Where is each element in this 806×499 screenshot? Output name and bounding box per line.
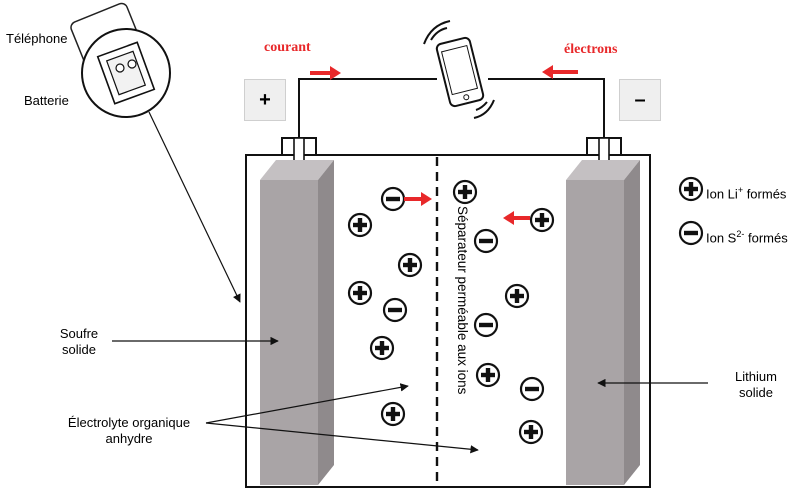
courant-label: courant [264,40,311,55]
legend-plus-ion-icon [678,176,704,202]
lithium-label: Lithium solide [716,369,796,401]
magnifier-pointer-line [148,111,241,303]
electrolyte-pointer-left [205,383,409,424]
legend-s-suffix: formés [744,230,788,246]
legend-li-text: Ion Li [706,186,738,202]
anion-movement-arrow [404,192,432,206]
electron-arrow [542,65,578,79]
electrons-label: électrons [564,42,618,57]
legend-li-sup: + [737,185,744,195]
lithium-label-line2: solide [739,385,773,400]
batterie-label: Batterie [24,93,69,108]
terminal-right [586,137,622,163]
legend-li-ion: Ion Li+ formés [706,182,786,202]
lithium-label-line1: Lithium [735,369,777,384]
lithium-electrode [566,160,640,485]
electrolyte-label-line2: anhydre [105,431,153,446]
legend-li-suffix: formés [743,186,787,202]
cation-movement-arrow [503,211,530,225]
legend-s-sup: 2- [736,229,745,239]
legend-s-text: Ion S [706,230,737,246]
separator-label: Séparateur perméable aux ions [455,206,470,395]
smartphone-icon [435,36,485,108]
legend-s-ion: Ion S2- formés [706,226,788,246]
soufre-label-line1: Soufre [59,326,99,341]
wire-left [298,78,437,138]
wire-right [488,78,605,138]
current-arrow [310,66,341,80]
telephone-label: Téléphone [6,31,68,46]
soufre-label: Soufre solide [44,326,114,358]
electrolyte-label: Électrolyte organique anhydre [52,415,206,447]
vibration-waves-icon [423,20,495,119]
legend-minus-ion-icon [678,220,704,246]
sulfur-electrode [260,160,334,485]
positive-terminal-box: + [244,79,286,121]
negative-terminal-box: – [619,79,661,121]
soufre-label-line2: solide [62,342,96,357]
battery-magnifier-icon [81,28,171,118]
electrolyte-pointer-right [205,422,479,454]
electrolyte-label-line1: Électrolyte organique [67,415,191,430]
